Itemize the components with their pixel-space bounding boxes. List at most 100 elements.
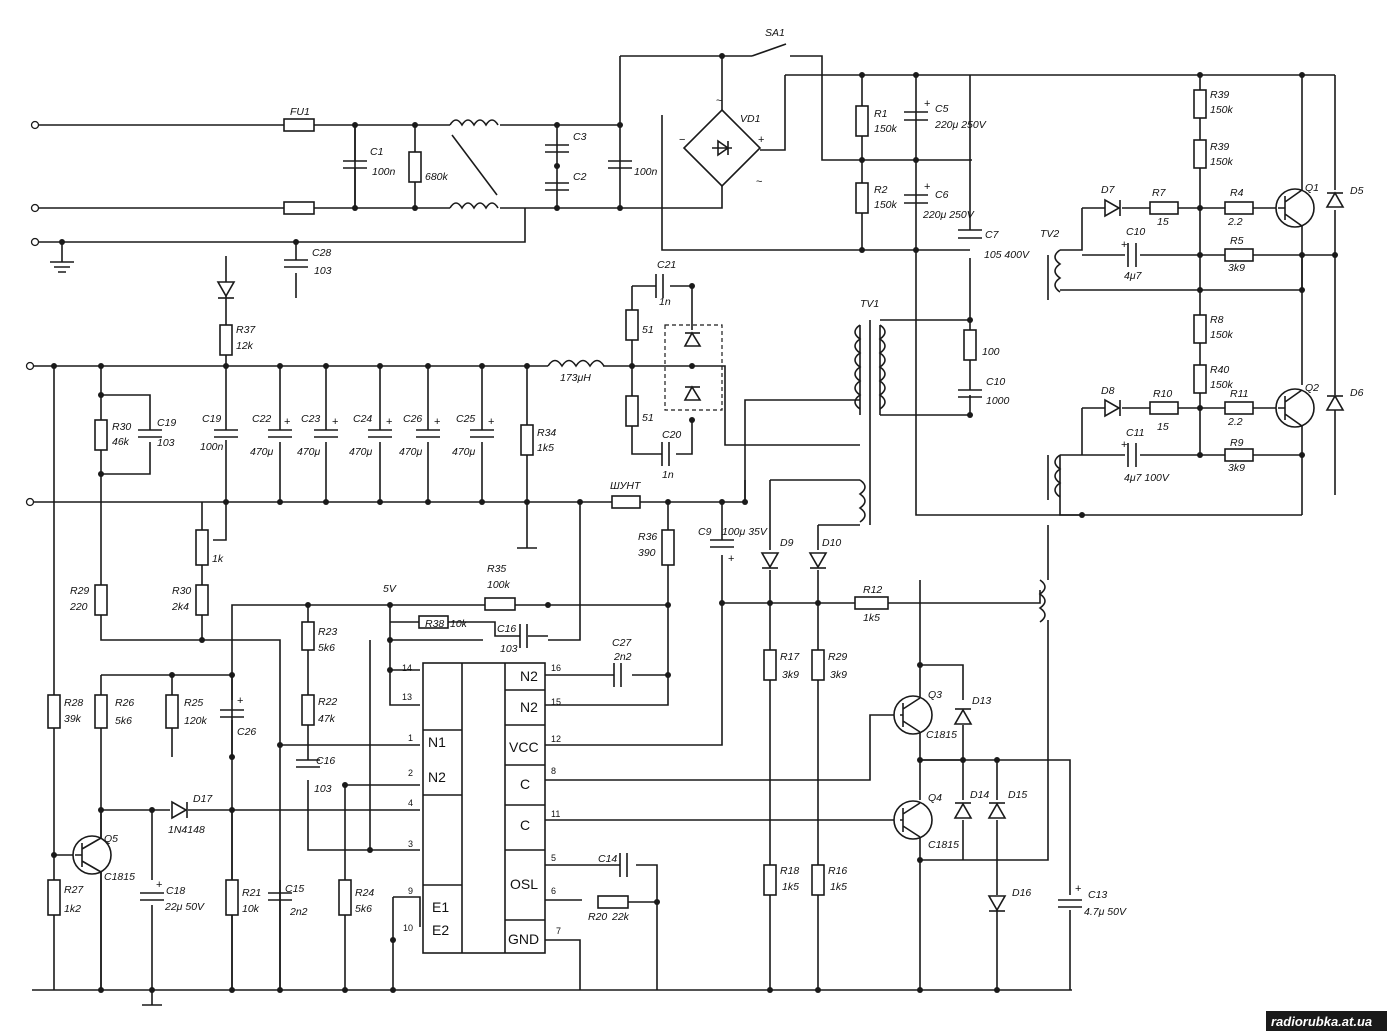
c16-name: C16	[497, 623, 516, 635]
transistors	[72, 188, 1315, 875]
d8-label: D8	[1101, 385, 1115, 397]
capacitor-c13	[1058, 899, 1082, 908]
svg-text:~: ~	[756, 176, 762, 188]
c15-value: 2n2	[289, 906, 308, 918]
ic-pin-11: 11	[551, 809, 560, 819]
resistor-51a	[625, 309, 639, 341]
r100-value: 100	[982, 346, 1000, 358]
c26-470-name: C26	[403, 413, 422, 425]
r8-value: 150k	[1210, 329, 1234, 341]
resistor-r21	[225, 879, 239, 916]
svg-text:+: +	[728, 553, 734, 565]
capacitor-c27	[613, 663, 622, 687]
d9-label: D9	[780, 537, 794, 549]
c9-name: C9	[698, 526, 712, 538]
resistor-r27	[47, 879, 61, 916]
svg-text:+: +	[924, 181, 930, 193]
ic-pin-16: 16	[551, 663, 561, 673]
ic-pin-6: 6	[551, 886, 556, 896]
r1-name: R1	[874, 108, 887, 120]
capacitor-c5	[904, 111, 928, 121]
r39b-name: R39	[1210, 141, 1229, 153]
pwm-controller-ic	[422, 662, 546, 954]
resistor-r38	[418, 615, 449, 629]
c23-value: 470μ	[297, 446, 321, 458]
r25-name: R25	[184, 697, 203, 709]
resistor-r7	[1149, 201, 1179, 215]
resistor-r39b	[1193, 139, 1207, 169]
resistor-r29-220	[94, 584, 108, 616]
svg-text:+: +	[1075, 883, 1081, 895]
resistor-r5	[1224, 248, 1254, 262]
r51b-value: 51	[642, 412, 654, 424]
r18-value: 1k5	[782, 881, 799, 893]
q5-label: Q5	[104, 833, 118, 845]
q1-label: Q1	[1305, 182, 1319, 194]
c1-value: 100n	[372, 166, 396, 178]
c18-value: 22μ 50V	[164, 901, 205, 913]
capacitor-c25	[470, 429, 494, 438]
vd1-label: VD1	[740, 113, 760, 125]
resistor-r12	[854, 596, 889, 610]
c19-value: 103	[157, 437, 175, 449]
resistor-r1	[855, 105, 869, 137]
svg-text:+: +	[156, 879, 162, 891]
r29b-value: 3k9	[830, 669, 847, 681]
terminals	[25, 120, 40, 507]
c10-name: C10	[1126, 226, 1145, 238]
c11-value: 4μ7 100V	[1124, 472, 1170, 484]
c20-value: 1n	[662, 469, 674, 481]
svg-text:+: +	[332, 416, 338, 428]
r23-value: 5k6	[318, 642, 335, 654]
r24-value: 5k6	[355, 903, 372, 915]
capacitor-c15	[268, 892, 292, 901]
ic-pin-1-label: N1	[428, 734, 446, 750]
resistor-r17	[763, 649, 777, 681]
r11-value: 2.2	[1227, 416, 1243, 428]
c27-name: C27	[612, 637, 632, 649]
ic-pin-2: 2	[408, 768, 413, 778]
r12-value: 1k5	[863, 612, 880, 624]
transistor-leads	[75, 189, 1303, 873]
d17-type: 1N4148	[168, 824, 205, 836]
r39a-value: 150k	[1210, 104, 1234, 116]
tv2-winding-a	[1054, 249, 1062, 293]
svg-text:+: +	[237, 695, 243, 707]
d17-label: D17	[193, 793, 213, 805]
sa1-label: SA1	[765, 27, 785, 39]
c2-name: C2	[573, 171, 587, 183]
capacitor-c19-103	[138, 429, 162, 438]
r16-value: 1k5	[830, 881, 847, 893]
wires	[32, 55, 1336, 1006]
r38-value: 10k	[450, 618, 468, 630]
c6-value: 220μ 250V	[922, 209, 975, 221]
r22-value: 47k	[318, 713, 336, 725]
r29-value: 220	[69, 601, 88, 613]
r22-name: R22	[318, 696, 337, 708]
svg-text:+: +	[1121, 439, 1127, 451]
r9-value: 3k9	[1228, 462, 1245, 474]
resistor-r16	[811, 864, 825, 896]
capacitor-c21	[655, 274, 664, 298]
r2-value: 150k	[874, 199, 898, 211]
r2-name: R2	[874, 184, 888, 196]
r21-name: R21	[242, 887, 261, 899]
c16b-name: C16	[316, 755, 335, 767]
ic-pin-16-label: N2	[520, 668, 538, 684]
ic-pin-1: 1	[408, 733, 413, 743]
tv2-winding-b	[1054, 454, 1062, 498]
r28-name: R28	[64, 697, 83, 709]
capacitor-c7	[958, 229, 982, 239]
shunt-resistor	[611, 495, 641, 509]
svg-text:+: +	[1121, 239, 1127, 251]
c25-value: 470μ	[452, 446, 476, 458]
capacitor-c2	[545, 182, 569, 191]
capacitor-c20	[661, 442, 670, 466]
ic-pin-15: 15	[551, 697, 561, 707]
ic-pin-10: 10	[403, 923, 413, 933]
capacitor-c24	[368, 429, 392, 438]
r12-name: R12	[863, 584, 882, 596]
r7-value: 15	[1157, 216, 1169, 228]
svg-text:~: ~	[716, 95, 722, 107]
resistor-r36	[661, 529, 675, 566]
